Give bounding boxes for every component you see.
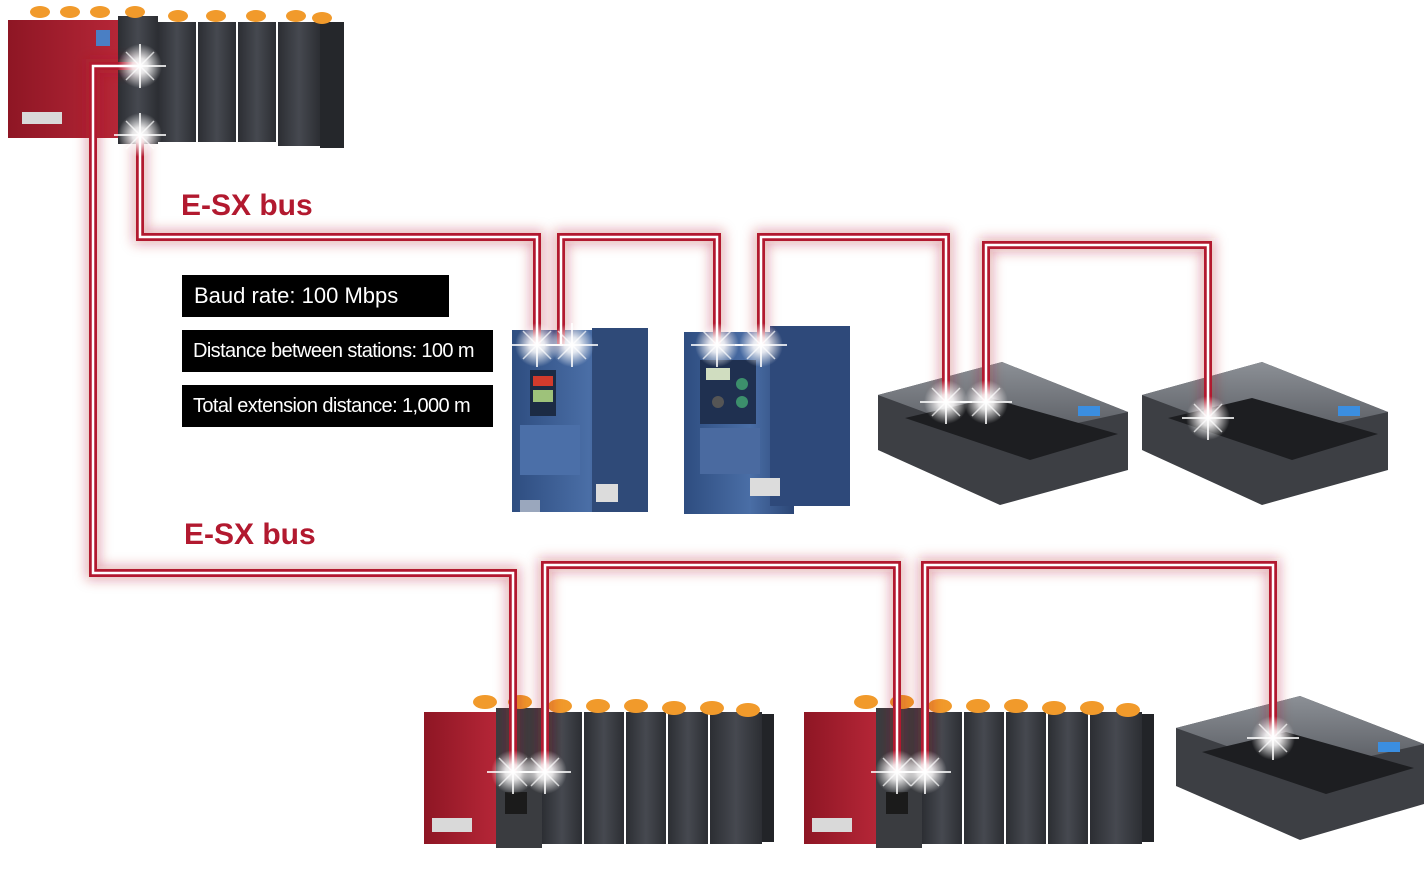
bottom-bus-label: E-SX bus — [184, 518, 316, 551]
master-plc — [8, 6, 344, 148]
connection-flare-13 — [899, 750, 951, 794]
cable-master-to-rack-1 — [86, 59, 520, 772]
cable-io-1-to-io-2 — [979, 238, 1215, 418]
top-bus-label: E-SX bus — [181, 189, 313, 222]
cable-inverter-1-to-inverter-2-core — [559, 235, 719, 345]
cable-inverter-2-to-io-1 — [754, 230, 953, 402]
baud-rate-box: Baud rate: 100 Mbps — [182, 275, 449, 317]
inverter-2 — [684, 326, 850, 514]
cable-io-1-to-io-2-core — [984, 243, 1210, 418]
plc-rack-2 — [804, 695, 1154, 848]
connection-flare-1 — [114, 44, 166, 88]
connection-flare-5 — [691, 323, 743, 367]
cable-master-to-inverter-1 — [133, 135, 544, 345]
total-distance-text: Total extension distance: 1,000 m — [193, 394, 471, 417]
io-terminal-3 — [1176, 696, 1424, 840]
baud-rate-text: Baud rate: 100 Mbps — [194, 283, 399, 308]
cable-rack-2-to-io-3-core — [923, 563, 1275, 772]
cable-rack-1-to-rack-2-core — [543, 563, 899, 772]
connection-flare-4 — [546, 323, 598, 367]
connection-flare-2 — [114, 113, 166, 157]
connection-flare-10 — [487, 750, 539, 794]
io-terminal-2 — [1142, 362, 1388, 505]
cable-master-to-rack-1-core — [91, 64, 515, 772]
total-distance-box: Total extension distance: 1,000 m — [182, 385, 493, 427]
connection-flares — [114, 44, 1299, 794]
station-distance-text: Distance between stations: 100 m — [193, 339, 475, 362]
connection-flare-9 — [1182, 396, 1234, 440]
bus-lines — [86, 59, 1280, 772]
connection-flare-8 — [960, 380, 1012, 424]
cable-master-to-inverter-1-core — [138, 135, 539, 345]
station-distance-box: Distance between stations: 100 m — [182, 330, 493, 372]
cable-inverter-1-to-inverter-2 — [554, 230, 724, 345]
connection-flare-14 — [1247, 716, 1299, 760]
cable-rack-1-to-rack-2 — [538, 558, 904, 772]
cable-rack-2-to-io-3 — [918, 558, 1280, 772]
io-terminal-1 — [878, 362, 1128, 505]
plc-rack-1 — [424, 695, 774, 848]
connection-flare-6 — [735, 323, 787, 367]
connection-flare-11 — [519, 750, 571, 794]
cable-inverter-2-to-io-1-core — [759, 235, 948, 402]
